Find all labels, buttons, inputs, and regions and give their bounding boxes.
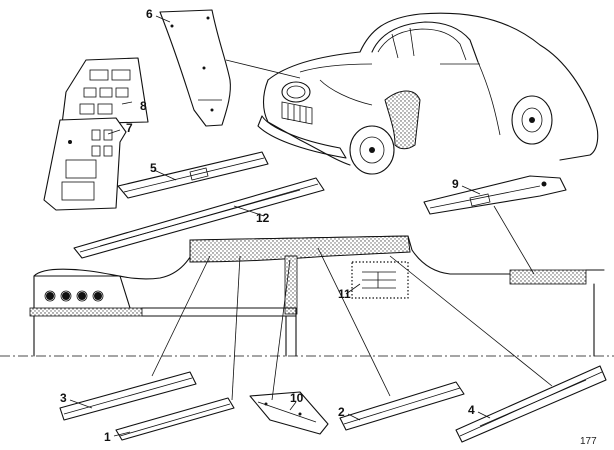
part-5-sill xyxy=(117,151,269,199)
callout-labels: 6 8 7 5 12 9 11 3 1 10 2 4 177 xyxy=(60,7,597,447)
callout-7: 7 xyxy=(126,121,133,135)
part-6-panel xyxy=(159,9,231,127)
part-2-sill xyxy=(339,381,465,431)
leader-lines xyxy=(69,15,553,437)
part-7-panel xyxy=(43,117,127,211)
callout-11: 11 xyxy=(338,287,351,301)
callout-6: 6 xyxy=(146,7,153,21)
part-3-sill xyxy=(59,371,197,421)
front-wing-stippled xyxy=(384,90,421,150)
bottom-sill-stippled xyxy=(29,307,143,317)
part-11-dotted-box xyxy=(351,261,409,299)
part-12-sill xyxy=(73,177,325,259)
callout-3: 3 xyxy=(60,391,67,405)
part-8-panel xyxy=(61,57,149,125)
chassis-frame xyxy=(29,235,605,357)
car-illustration xyxy=(257,12,599,175)
callout-9: 9 xyxy=(452,177,459,191)
right-block-stippled xyxy=(509,269,587,285)
part-4-sill xyxy=(455,365,607,443)
callout-4: 4 xyxy=(468,403,475,417)
callout-2: 2 xyxy=(338,405,345,419)
callout-12: 12 xyxy=(256,211,270,225)
part-10-bracket xyxy=(249,391,329,435)
callout-10: 10 xyxy=(290,391,304,405)
top-rail-stippled xyxy=(189,235,411,263)
part-9-member xyxy=(423,175,567,215)
part-1-sill xyxy=(115,397,235,441)
callout-5: 5 xyxy=(150,161,157,175)
page-number: 177 xyxy=(580,436,597,447)
callout-1: 1 xyxy=(104,430,111,444)
center-pillar-stippled xyxy=(284,255,298,315)
callout-8: 8 xyxy=(140,99,147,113)
